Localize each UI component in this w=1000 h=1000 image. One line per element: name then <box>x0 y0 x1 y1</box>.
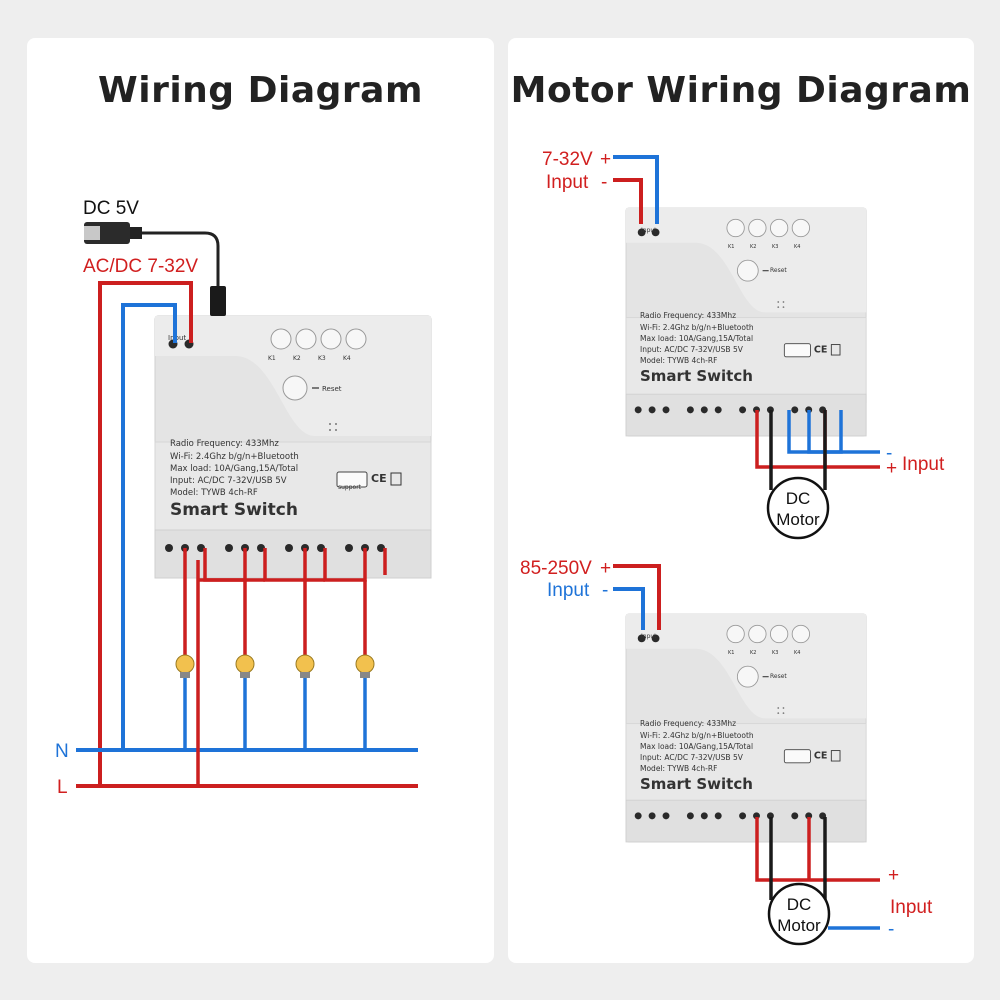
motor-top-out-minus: - <box>886 443 892 464</box>
lamp-icon-2 <box>235 654 255 678</box>
motor-bottom-model: Model: TYWB 4ch-RF <box>640 764 717 773</box>
motor-top-input: Input: AC/DC 7-32V/USB 5V <box>640 345 744 354</box>
motor-bottom-minus-wire <box>613 587 645 630</box>
left-brand-text: Smart Switch <box>170 500 298 520</box>
left-input-terminal-label: Input <box>168 334 186 342</box>
motor-bottom-wifi: Wi-Fi: 2.4Ghz b/g/n+Bluetooth <box>640 731 754 740</box>
left-input-text: Input: AC/DC 7-32V/USB 5V <box>170 476 287 486</box>
motor-top-brand: Smart Switch <box>640 367 753 385</box>
motor-top-reset: Reset <box>770 267 787 274</box>
n-label: N <box>55 741 69 762</box>
motor-bottom-plus-wire <box>613 564 661 630</box>
lamp-icon-3 <box>295 654 315 678</box>
left-support-text: support <box>338 484 362 491</box>
usb-cable <box>84 222 226 316</box>
motor-top-key-2: K2 <box>750 244 756 250</box>
motor-bottom-key-1: K1 <box>728 650 734 656</box>
lamp-icon-1 <box>175 654 195 678</box>
motor-bottom-out-input: Input <box>890 897 933 918</box>
motor-bottom-out-minus: - <box>888 919 894 940</box>
supply-neutral-wire <box>121 303 177 750</box>
motor-bottom-minus: - <box>602 580 608 601</box>
motor-top-plus-wire <box>613 155 659 224</box>
motor-top-input-label: Input <box>546 172 589 193</box>
motor-bottom-radio: Radio Frequency: 433Mhz <box>640 719 736 728</box>
motor-top-voltage: 7-32V <box>542 149 593 170</box>
motor-bottom-out-plus: + <box>888 865 899 886</box>
motor-bottom-dc-motor: DC Motor <box>767 882 831 946</box>
supply-live-wire <box>98 281 193 786</box>
motor-bottom-input-label: Input <box>547 580 590 601</box>
motor-top-wifi: Wi-Fi: 2.4Ghz b/g/n+Bluetooth <box>640 323 754 332</box>
lamp-icon-4 <box>355 654 375 678</box>
motor-bottom-plus: + <box>600 558 611 579</box>
svg-text:DC: DC <box>786 489 811 508</box>
svg-text:DC: DC <box>787 895 812 914</box>
motor-top-dc-motor: DC Motor <box>766 476 830 540</box>
motor-top-plus: + <box>600 149 611 170</box>
motor-bottom-key-3: K3 <box>772 650 778 656</box>
left-key-label-4: K4 <box>343 355 351 362</box>
motor-top-input-terminal-label: Input <box>641 227 657 234</box>
left-wifi-text: Wi-Fi: 2.4Ghz b/g/n+Bluetooth <box>170 452 299 462</box>
motor-top-relay-module <box>625 207 867 437</box>
left-reset-label: Reset <box>322 385 342 393</box>
acdc-label: AC/DC 7-32V <box>83 256 198 277</box>
motor-top-radio: Radio Frequency: 433Mhz <box>640 311 736 320</box>
motor-bottom-key-4: K4 <box>794 650 800 656</box>
motor-top-key-4: K4 <box>794 244 800 250</box>
left-maxload-text: Max load: 10A/Gang,15A/Total <box>170 464 298 474</box>
left-key-label-1: K1 <box>268 355 276 362</box>
l-label: L <box>57 777 68 798</box>
motor-bottom-voltage: 85-250V <box>520 558 592 579</box>
motor-top-model: Model: TYWB 4ch-RF <box>640 356 717 365</box>
motor-top-out-input: Input <box>902 454 945 475</box>
svg-text:Motor: Motor <box>776 510 820 529</box>
left-radio-text: Radio Frequency: 433Mhz <box>170 439 279 449</box>
motor-bottom-input-terminal-label: Input <box>641 633 657 640</box>
motor-top-minus-wire <box>613 178 643 224</box>
motor-bottom-reset: Reset <box>770 673 787 680</box>
motor-bottom-maxload: Max load: 10A/Gang,15A/Total <box>640 742 753 751</box>
motor-top-key-1: K1 <box>728 244 734 250</box>
motor-top-maxload: Max load: 10A/Gang,15A/Total <box>640 334 753 343</box>
motor-bottom-input: Input: AC/DC 7-32V/USB 5V <box>640 753 744 762</box>
dc-5v-label: DC 5V <box>83 198 139 219</box>
motor-top-out-plus: + <box>886 458 897 479</box>
left-key-label-3: K3 <box>318 355 326 362</box>
left-model-text: Model: TYWB 4ch-RF <box>170 488 258 498</box>
motor-top-key-3: K3 <box>772 244 778 250</box>
motor-wiring-diagram-title: Motor Wiring Diagram <box>510 70 972 111</box>
lamp-branches <box>183 548 367 750</box>
motor-bottom-key-2: K2 <box>750 650 756 656</box>
left-key-label-2: K2 <box>293 355 301 362</box>
svg-text:Motor: Motor <box>777 916 821 935</box>
motor-bottom-brand: Smart Switch <box>640 775 753 793</box>
wiring-diagram-title: Wiring Diagram <box>98 70 423 111</box>
motor-top-minus: - <box>601 172 607 193</box>
